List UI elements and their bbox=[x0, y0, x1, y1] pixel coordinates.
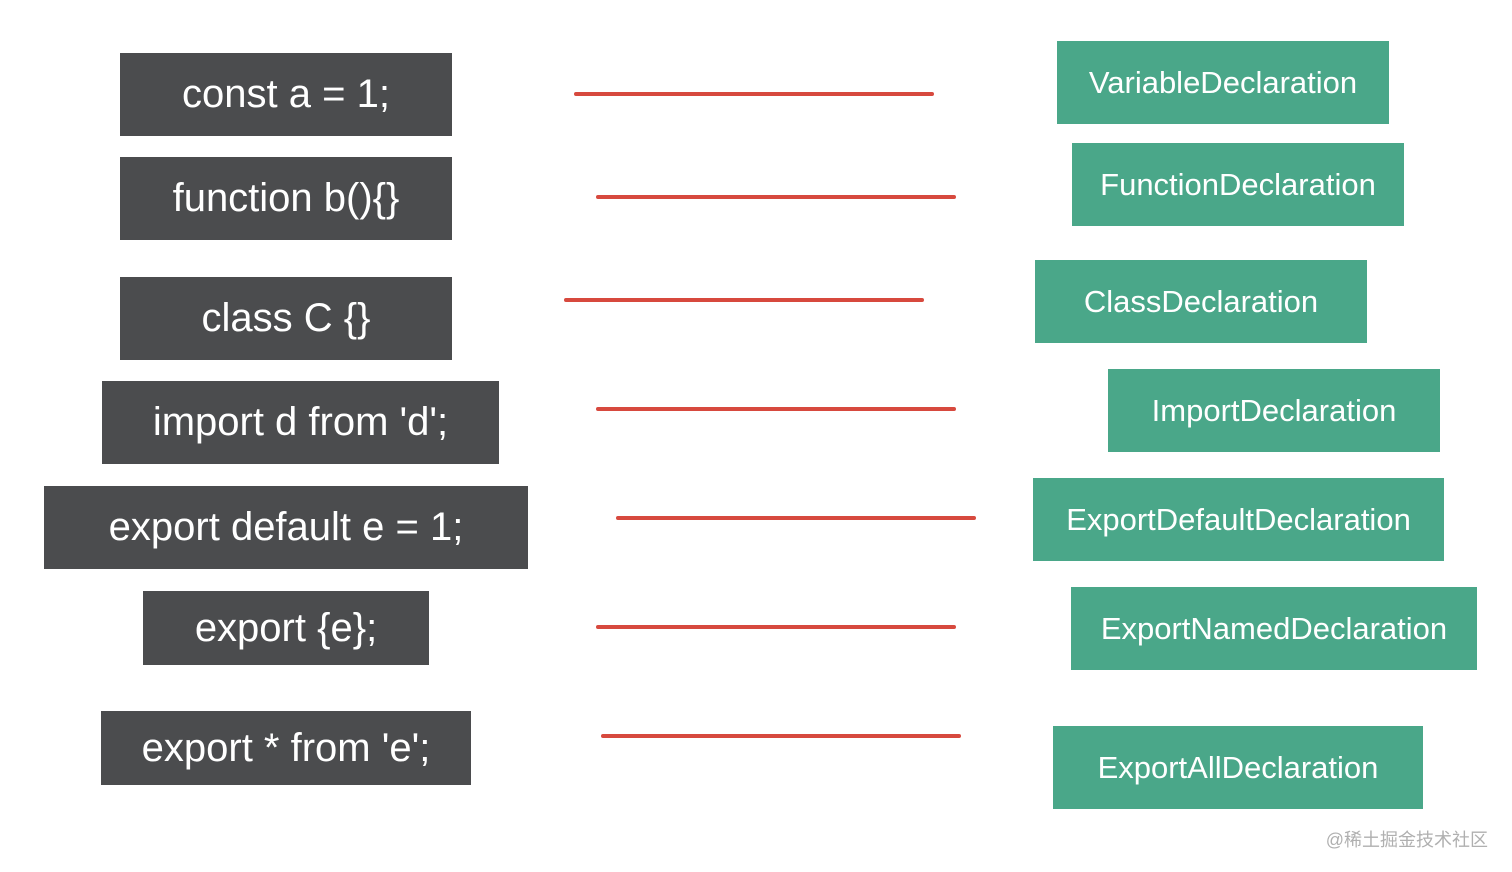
code-box-export-all: export * from 'e'; bbox=[101, 711, 471, 785]
code-text: import d from 'd'; bbox=[152, 400, 449, 444]
decl-box-function: FunctionDeclaration bbox=[1072, 143, 1404, 226]
decl-box-class: ClassDeclaration bbox=[1035, 260, 1367, 343]
decl-text: ImportDeclaration bbox=[1151, 392, 1397, 428]
connector-line bbox=[574, 92, 934, 96]
code-box-const: const a = 1; bbox=[120, 53, 452, 136]
code-box-import: import d from 'd'; bbox=[102, 381, 499, 464]
code-box-class: class C {} bbox=[120, 277, 452, 360]
watermark: @稀土掘金技术社区 bbox=[1325, 830, 1488, 850]
connector-line bbox=[601, 734, 961, 738]
decl-box-export-named: ExportNamedDeclaration bbox=[1071, 587, 1477, 670]
code-text: export {e}; bbox=[194, 605, 378, 650]
decl-text: ExportAllDeclaration bbox=[1097, 749, 1379, 785]
decl-text: VariableDeclaration bbox=[1088, 64, 1358, 100]
code-text: export default e = 1; bbox=[108, 505, 464, 549]
code-box-export-named: export {e}; bbox=[143, 591, 429, 665]
decl-text: ClassDeclaration bbox=[1083, 283, 1319, 319]
connector-line bbox=[596, 195, 956, 199]
connector-line bbox=[596, 625, 956, 629]
connector-line bbox=[616, 516, 976, 520]
code-text: function b(){} bbox=[172, 176, 400, 220]
decl-box-export-default: ExportDefaultDeclaration bbox=[1033, 478, 1444, 561]
code-text: const a = 1; bbox=[182, 72, 390, 116]
code-text: export * from 'e'; bbox=[141, 725, 431, 770]
decl-box-variable: VariableDeclaration bbox=[1057, 41, 1389, 124]
code-text: class C {} bbox=[201, 296, 371, 340]
connector-line bbox=[596, 407, 956, 411]
decl-text: ExportNamedDeclaration bbox=[1100, 610, 1448, 646]
decl-text: FunctionDeclaration bbox=[1100, 166, 1376, 202]
decl-text: ExportDefaultDeclaration bbox=[1066, 501, 1411, 537]
decl-box-export-all: ExportAllDeclaration bbox=[1053, 726, 1423, 809]
code-box-export-default: export default e = 1; bbox=[44, 486, 528, 569]
decl-box-import: ImportDeclaration bbox=[1108, 369, 1440, 452]
code-box-function: function b(){} bbox=[120, 157, 452, 240]
connector-line bbox=[564, 298, 924, 302]
